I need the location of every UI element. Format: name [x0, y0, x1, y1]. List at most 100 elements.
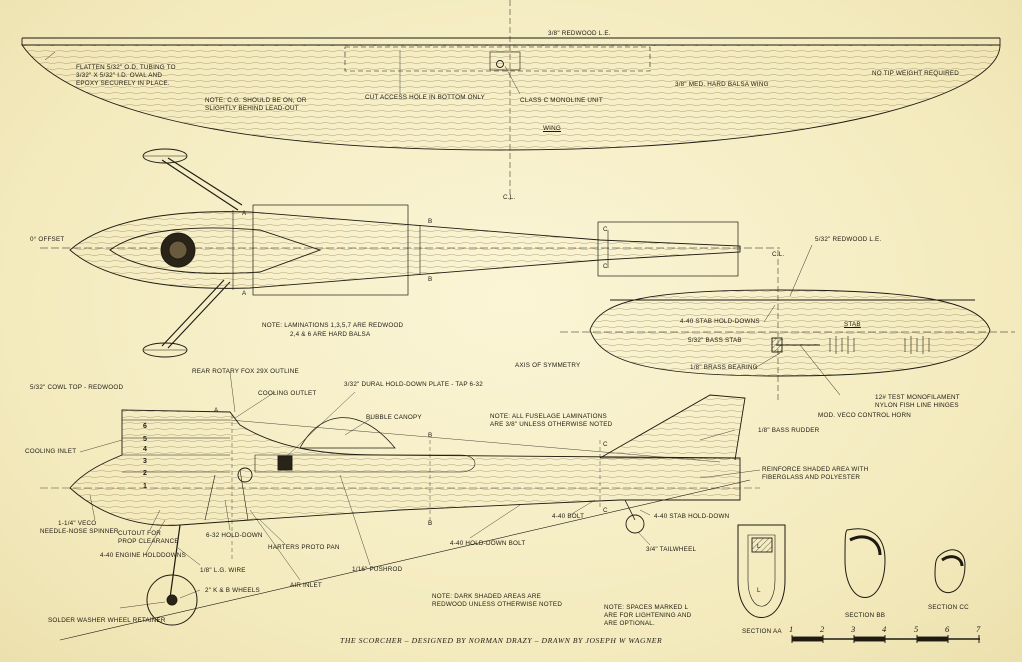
scale-number: 5	[914, 624, 919, 634]
spinner-label-1: 1-1/4" VECO	[58, 520, 97, 527]
air-inlet-label: AIR INLET	[290, 582, 322, 589]
cowl-top-label: 5/32" COWL TOP - REDWOOD	[30, 384, 124, 391]
tubing-note-1: FLATTEN 5/32" O.D. TUBING TO	[76, 64, 176, 71]
bubble-canopy	[299, 417, 396, 449]
section-aa-l-top: L	[757, 543, 761, 550]
lamination-number: 4	[143, 446, 147, 453]
stab-le-label: 5/32" REDWOOD L.E.	[815, 236, 882, 243]
canopy-label: BUBBLE CANOPY	[366, 414, 422, 421]
scale-number: 4	[882, 624, 887, 634]
scale-number: 2	[820, 624, 825, 634]
stab-hold-downs-label: 4-40 STAB HOLD-DOWNS	[680, 318, 760, 325]
scale-number: 7	[976, 624, 981, 634]
lamination-number: 2	[143, 470, 147, 477]
section-bb	[844, 528, 886, 598]
lamination-number: 6	[143, 423, 147, 430]
retainer-label: SOLDER WASHER WHEEL RETAINER	[48, 617, 166, 624]
monoline-unit	[489, 51, 521, 71]
wheels-label: 2" K & B WHEELS	[205, 587, 260, 594]
top-fuselage	[69, 211, 741, 289]
tubing-note-3: EPOXY SECURELY IN PLACE.	[76, 80, 170, 87]
offset-label: 0° OFFSET	[30, 236, 65, 243]
section-c-side-top: C	[603, 441, 608, 448]
wing-cl-label: C.L.	[503, 194, 516, 201]
cutout-label-2: PROP CLEARANCE	[118, 538, 179, 545]
wing-balsa-label: 3/8" MED. HARD BALSA WING	[675, 81, 769, 88]
control-horn-label: MOD. VECO CONTROL HORN	[818, 412, 912, 419]
wing-le-label: 3/8" REDWOOD L.E.	[548, 30, 611, 37]
section-aa-label: SECTION AA	[742, 628, 782, 635]
dark-note-2: REDWOOD UNLESS OTHERWISE NOTED	[432, 601, 563, 608]
laminations-note-2: 2,4 & 6 ARE HARD BALSA	[290, 331, 371, 338]
section-aa-l-bottom: L	[757, 587, 761, 594]
stab-heading: STAB	[844, 321, 861, 328]
section-aa	[737, 524, 786, 618]
cg-note-2: SLIGHTLY BEHIND LEAD-OUT	[205, 105, 299, 112]
bolt-440-label: 4-40 BOLT	[552, 513, 585, 520]
main-wheel	[146, 574, 198, 626]
rudder-label: 1/8" BASS RUDDER	[758, 427, 820, 434]
tubing-note-2: 3/32" X 5/32" I.D. OVAL AND	[76, 72, 163, 79]
section-a-side-top: A	[214, 407, 219, 414]
spaces-note-2: ARE FOR LIGHTENING AND	[604, 612, 692, 619]
lg-wire-label: 1/8" L.G. WIRE	[200, 567, 246, 574]
spaces-note-1: NOTE: SPACES MARKED L	[604, 604, 689, 611]
scale-number: 1	[789, 624, 794, 634]
section-b-side-bottom: B	[428, 520, 433, 527]
access-hole	[344, 46, 651, 72]
tailwheel-label: 3/4" TAILWHEEL	[646, 546, 697, 553]
hinges-label-1: 12# TEST MONOFILAMENT	[875, 394, 960, 401]
stab-bass-label: 5/32" BASS STAB	[688, 337, 742, 344]
tail-wheel	[625, 514, 645, 534]
access-hole-label: CUT ACCESS HOLE IN BOTTOM ONLY	[365, 94, 486, 101]
section-cc-label: SECTION CC	[928, 604, 969, 611]
section-c-side-bottom: C	[603, 507, 608, 514]
dural-plate-label: 3/32" DURAL HOLD-DOWN PLATE - TAP 6-32	[344, 381, 483, 388]
rotary-label: REAR ROTARY FOX 29X OUTLINE	[192, 368, 299, 375]
stab-hold-label: 4-40 STAB HOLD-DOWN	[654, 513, 730, 520]
wing-outline	[21, 44, 1001, 151]
spinner-label-2: NEEDLE-NOSE SPINNER	[40, 528, 119, 535]
pushrod-label: 1/16" PUSHROD	[352, 566, 403, 573]
rudder	[599, 394, 746, 461]
section-cc	[934, 549, 966, 593]
plan-title: THE SCORCHER – DESIGNED BY NORMAN DRAZY …	[340, 636, 663, 645]
laminations-note-1: NOTE: LAMINATIONS 1,3,5,7 ARE REDWOOD	[262, 322, 404, 329]
stab-outline	[589, 289, 991, 377]
cooling-outlet-label: COOLING OUTLET	[258, 390, 317, 397]
section-b-side-top: B	[428, 432, 433, 439]
hinges-label-2: NYLON FISH LINE HINGES	[875, 402, 959, 409]
cooling-inlet-label: COOLING INLET	[25, 448, 77, 455]
wing-heading: WING	[543, 125, 561, 132]
hold-632-label: 6-32 HOLD-DOWN	[206, 532, 263, 539]
reinforce-label-1: REINFORCE SHADED AREA WITH	[762, 466, 869, 473]
lamination-number: 5	[143, 436, 147, 443]
scale-number: 3	[851, 624, 856, 634]
monoline-label: CLASS C MONOLINE UNIT	[520, 97, 603, 104]
engine-holds-label: 4-40 ENGINE HOLDDOWNS	[100, 552, 187, 559]
symmetry-label: AXIS OF SYMMETRY	[515, 362, 581, 369]
brass-bearing-label: 1/8" BRASS BEARING	[690, 364, 758, 371]
reinforce-label-2: FIBERGLASS AND POLYESTER	[762, 474, 861, 481]
lamination-number: 1	[143, 483, 147, 490]
pan-label: HARTERS PROTO PAN	[268, 544, 340, 551]
cg-note-1: NOTE: C.G. SHOULD BE ON, OR	[205, 97, 307, 104]
section-c-bottom: C	[603, 263, 608, 270]
section-a-top: A	[242, 210, 247, 217]
spaces-note-3: ARE OPTIONAL.	[604, 620, 655, 627]
section-c-top: C	[603, 226, 608, 233]
section-b-top: B	[428, 218, 433, 225]
tip-weight-label: NO TIP WEIGHT REQUIRED	[872, 70, 959, 77]
fuselage-note-2: ARE 3/8" UNLESS OTHERWISE NOTED	[490, 421, 613, 428]
lamination-number: 3	[143, 458, 147, 465]
hold-440-label: 4-40 HOLD-DOWN BOLT	[450, 540, 526, 547]
stab-cl-label: C.L.	[772, 251, 785, 258]
section-bb-label: SECTION BB	[845, 612, 886, 619]
scale-number: 6	[945, 624, 950, 634]
section-b-bottom: B	[428, 276, 433, 283]
fuselage-note-1: NOTE: ALL FUSELAGE LAMINATIONS	[490, 413, 607, 420]
dark-note-1: NOTE: DARK SHADED AREAS ARE	[432, 593, 541, 600]
side-fuselage	[69, 409, 741, 526]
